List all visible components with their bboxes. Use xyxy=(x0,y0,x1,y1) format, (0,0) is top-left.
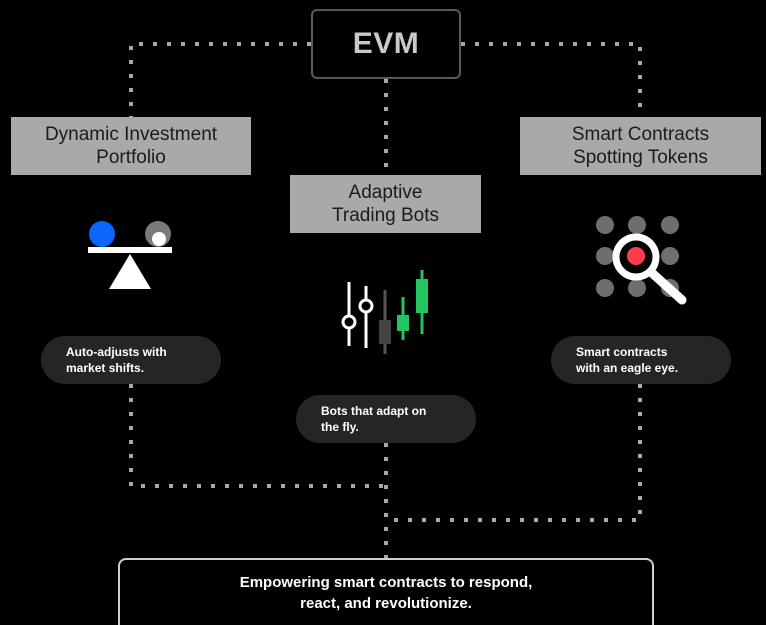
caption-pill-smart-contracts: Smart contracts with an eagle eye. xyxy=(551,336,731,384)
caption-pill-trading-bots: Bots that adapt on the fly. xyxy=(296,395,476,443)
trading-sliders-candles-icon xyxy=(341,270,428,354)
balance-scale-icon xyxy=(88,221,172,289)
column-label-trading-bots: Adaptive Trading Bots xyxy=(290,175,481,233)
caption-pill-investment-portfolio: Auto-adjusts with market shifts. xyxy=(41,336,221,384)
footer-statement-box: Empowering smart contracts to respond, r… xyxy=(118,558,654,625)
evm-box: EVM xyxy=(311,9,461,79)
magnifier-dots-icon xyxy=(596,216,687,305)
column-label-investment-portfolio: Dynamic Investment Portfolio xyxy=(11,117,251,175)
column-label-smart-contracts: Smart Contracts Spotting Tokens xyxy=(520,117,761,175)
